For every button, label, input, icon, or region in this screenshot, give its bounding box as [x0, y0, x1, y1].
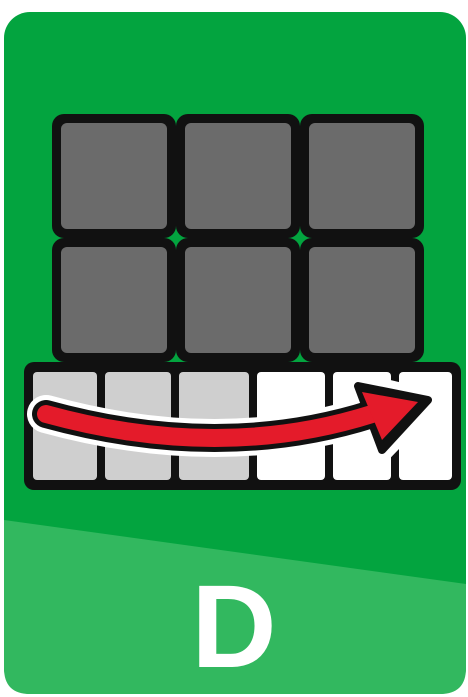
cubie-tile: [185, 247, 291, 353]
move-letter: D: [0, 572, 468, 682]
upper-layers: [52, 114, 424, 362]
cubie-tile: [185, 123, 291, 229]
cubie-tile: [309, 123, 415, 229]
cubie-tile: [61, 247, 167, 353]
cubie-tile: [61, 123, 167, 229]
cubie-tile: [309, 247, 415, 353]
